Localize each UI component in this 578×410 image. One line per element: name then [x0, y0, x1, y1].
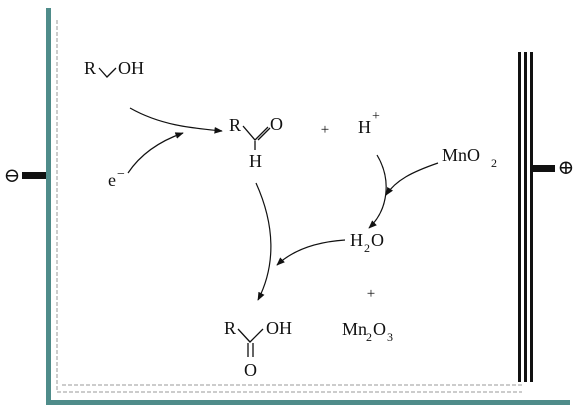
- mn2o3-mn: Mn: [342, 319, 367, 339]
- mn2o3-label: Mn 2 O 3: [342, 319, 393, 344]
- aldehyde-structure: R O H: [229, 114, 283, 171]
- water-o: O: [371, 230, 384, 250]
- proton-charge: +: [372, 109, 380, 124]
- proton-label: H +: [358, 109, 380, 137]
- arrow-alcohol-to-aldehyde: [129, 107, 223, 134]
- aldehyde-h-label: H: [249, 151, 262, 171]
- mno2-subscript: 2: [491, 156, 497, 170]
- water-subscript: 2: [364, 241, 370, 255]
- acid-r-label: R: [224, 318, 236, 338]
- mno2-label: MnO 2: [442, 145, 497, 170]
- alcohol-structure: R OH: [84, 58, 144, 78]
- alcohol-oh-label: OH: [118, 58, 144, 78]
- alcohol-r-label: R: [84, 58, 96, 78]
- mno2-text: MnO: [442, 145, 480, 165]
- cathode-electrode: [22, 8, 570, 405]
- proton-h: H: [358, 117, 371, 137]
- electron-e: e: [108, 170, 116, 190]
- plus-sign-1: +: [321, 122, 329, 138]
- mn2o3-sub1: 2: [366, 330, 372, 344]
- separator-dashed: [56, 20, 522, 393]
- acid-oh-label: OH: [266, 318, 292, 338]
- acid-structure: R OH O: [224, 318, 292, 380]
- aldehyde-o-label: O: [270, 114, 283, 134]
- water-h: H: [350, 230, 363, 250]
- anode-electrode: [518, 52, 555, 382]
- mn2o3-sub2: 3: [387, 330, 393, 344]
- water-label: H 2 O: [350, 230, 384, 255]
- electron-charge: −: [117, 167, 125, 182]
- arrow-mno2-to-water: [385, 162, 439, 196]
- cathode-negative-sign: ⊖: [4, 165, 21, 187]
- acid-o-label: O: [244, 360, 257, 380]
- mn2o3-o: O: [373, 319, 386, 339]
- arrow-aldehyde-to-acid: [255, 182, 272, 301]
- aldehyde-r-label: R: [229, 115, 241, 135]
- electron-label: e −: [108, 167, 125, 190]
- plus-sign-2: +: [367, 286, 375, 302]
- anode-positive-sign: ⊕: [558, 157, 575, 179]
- arrow-water-to-acid: [276, 239, 346, 266]
- arrow-electron-to-aldehyde: [127, 132, 184, 174]
- arrow-proton-to-water: [368, 154, 387, 229]
